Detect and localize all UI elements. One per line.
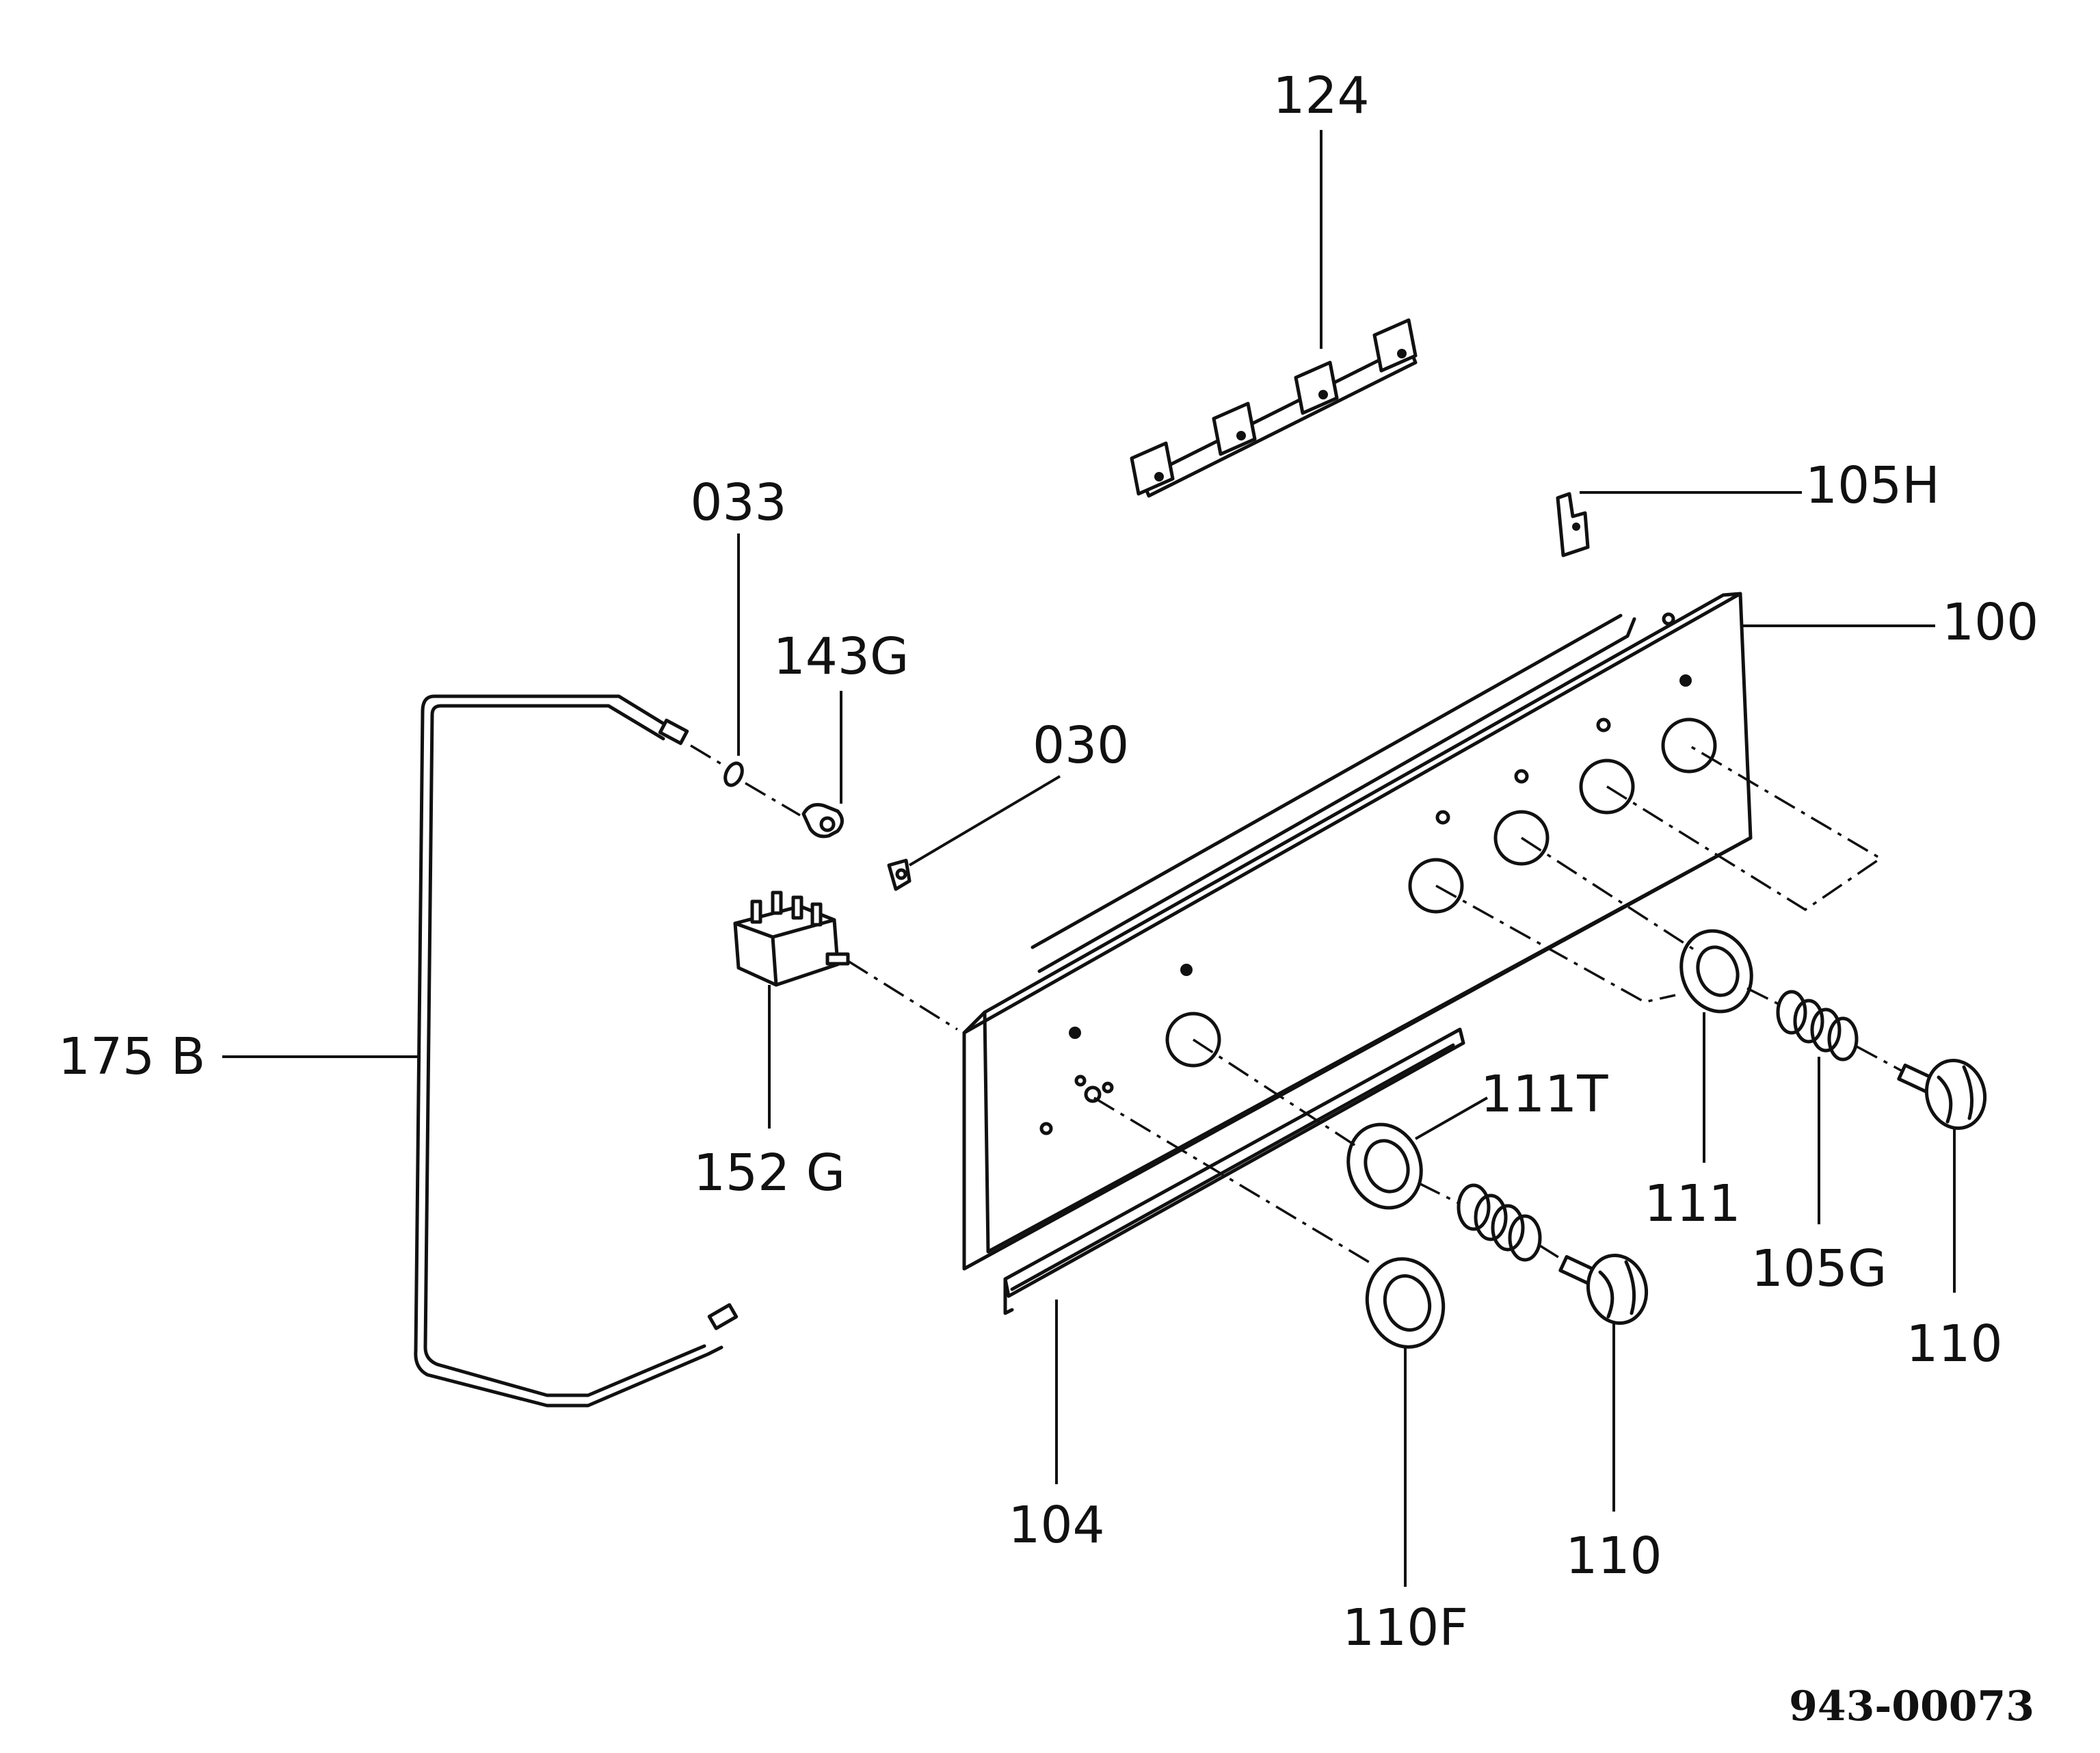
callout-104: 104 <box>1008 1496 1104 1555</box>
callout-111: 111 <box>1644 1174 1740 1233</box>
callout-110-center: 110 <box>1565 1527 1662 1585</box>
callout-110f: 110F <box>1342 1598 1468 1657</box>
capillary-wire-175b <box>414 694 739 1408</box>
control-panel-100 <box>962 592 1753 1271</box>
bezel-110f <box>1365 1257 1446 1349</box>
callout-175b: 175 B <box>58 1027 206 1086</box>
callout-100: 100 <box>1942 593 2038 652</box>
spring-105g <box>1776 990 1859 1062</box>
callout-124: 124 <box>1273 66 1369 125</box>
assembly-axes <box>690 744 1902 1267</box>
bezel-111t <box>1346 1122 1423 1210</box>
spring-center <box>1457 1183 1542 1262</box>
clip-105h <box>1556 492 1590 557</box>
knob-110-right <box>1897 1058 1987 1131</box>
terminal-rail-124 <box>1130 318 1418 498</box>
callout-labels: 124 105H 100 033 143G 030 175 B 152 G 11… <box>58 66 2038 1657</box>
callout-105g: 105G <box>1751 1239 1887 1298</box>
trim-strip-104 <box>1003 1027 1465 1315</box>
callout-110-right: 110 <box>1906 1315 2002 1373</box>
callout-152g: 152 G <box>693 1144 845 1202</box>
clip-143g <box>801 803 844 839</box>
callout-105h: 105H <box>1805 456 1940 515</box>
fixing-clip-030 <box>887 858 912 891</box>
oring-033 <box>723 761 744 787</box>
callout-111t: 111T <box>1480 1065 1608 1124</box>
selector-switch-152g <box>733 891 850 987</box>
reference-number: 943-00073 <box>1789 1683 2034 1730</box>
callout-143g: 143G <box>773 627 909 686</box>
callout-030: 030 <box>1033 716 1129 775</box>
knob-110-center <box>1558 1253 1649 1326</box>
bezel-111 <box>1679 929 1753 1014</box>
callout-033: 033 <box>690 473 786 532</box>
